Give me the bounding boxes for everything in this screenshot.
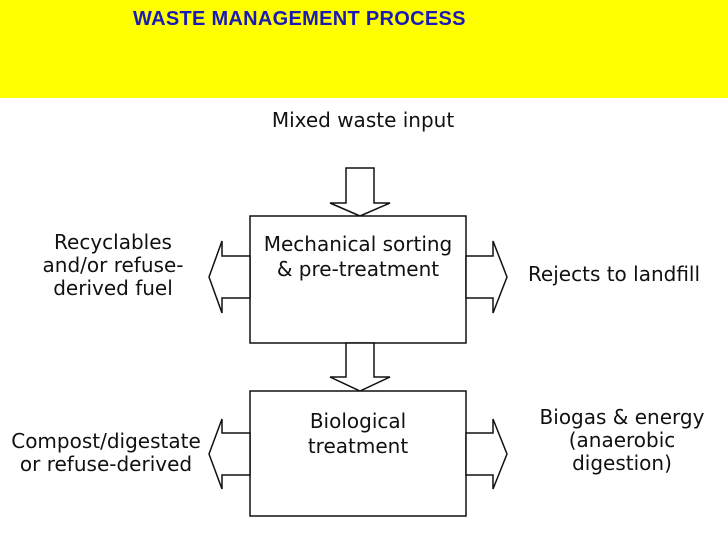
biological-treatment-box: [249, 390, 467, 517]
biogas-right-arrow: [465, 418, 508, 490]
input-label: Mixed waste input: [271, 108, 455, 132]
mechanical-sorting-box: [249, 215, 467, 344]
rejects-right-arrow: [465, 240, 508, 314]
biological-treatment-label: Biological treatment: [307, 409, 409, 458]
recyclables-left-arrow: [208, 240, 251, 314]
page-title: WASTE MANAGEMENT PROCESS: [133, 8, 466, 30]
rejects-label: Rejects to landfill: [527, 262, 701, 286]
diagram-shapes: [208, 167, 508, 517]
input-down-arrow: [329, 167, 391, 217]
process-diagram: Mixed waste input Mechanical sorting & p…: [0, 98, 728, 546]
compost-label: Compost/digestate or refuse-derived: [11, 429, 201, 476]
compost-left-arrow: [208, 418, 251, 490]
recyclables-label: Recyclables and/or refuse- derived fuel: [42, 230, 184, 300]
stage-down-arrow: [329, 342, 391, 392]
mechanical-sorting-label: Mechanical sorting & pre-treatment: [263, 232, 453, 281]
biogas-label: Biogas & energy (anaerobic digestion): [539, 405, 705, 475]
header-band: WASTE MANAGEMENT PROCESS: [0, 0, 728, 98]
